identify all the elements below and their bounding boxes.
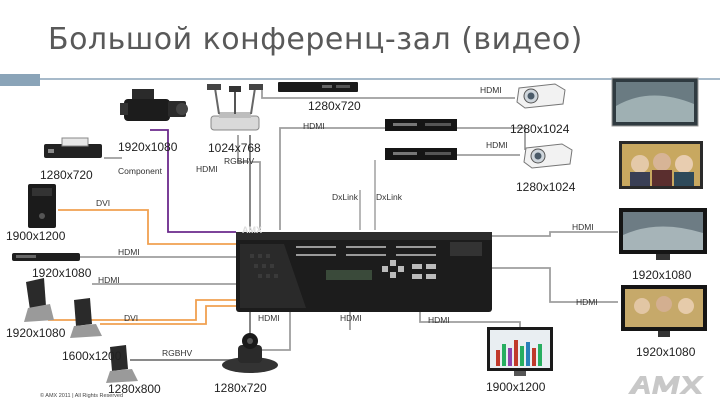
touch-panel-1 (20, 276, 58, 324)
res-left-1080: 1920x1080 (32, 266, 92, 280)
document-camera (205, 80, 265, 135)
amx-encoder-top (278, 80, 358, 92)
wire-hdmi-right2 (490, 267, 618, 303)
res-top-720: 1280x720 (308, 99, 361, 113)
sig-dxlink-a: DxLink (332, 192, 358, 202)
switcher-brand-label: AMX (242, 225, 262, 235)
res-bottom-800: 1280x800 (108, 382, 161, 396)
video-camera (118, 85, 190, 133)
res-left2-1080: 1920x1080 (6, 326, 66, 340)
monitor-analytics (486, 326, 554, 378)
scaler-1 (385, 118, 457, 132)
pc-tower (24, 182, 60, 230)
projector-top (515, 78, 567, 110)
sig-hdmi-left2: HDMI (98, 275, 120, 285)
screen-top-right (610, 76, 700, 128)
sig-hdmi-a: HDMI (303, 121, 325, 131)
wire-hdmi-right1 (490, 231, 618, 237)
amx-matrix-switcher: AMX (236, 222, 492, 314)
laptop-dock (10, 250, 82, 264)
sig-hdmi-doc: HDMI (196, 164, 218, 174)
res-mon2-1080: 1920x1080 (636, 345, 696, 359)
monitor-right-2 (620, 284, 708, 340)
res-pc-1200: 1900x1200 (6, 229, 66, 243)
wire-hdmi-doc (237, 135, 261, 230)
projector-right (522, 138, 574, 170)
sig-dvi-low: DVI (124, 313, 139, 323)
wire-hdmi-b (455, 127, 526, 150)
sig-dvi-pc: DVI (96, 198, 111, 208)
wire-dvi-low2 (100, 305, 236, 325)
res-right-1024: 1280x1024 (516, 180, 576, 194)
sig-rgbhv-low: RGBHV (162, 348, 193, 358)
res-bottom-1200: 1900x1200 (486, 380, 546, 394)
sig-component: Component (118, 166, 162, 176)
wire-dvi-pc (58, 209, 236, 245)
res-bottom-1600: 1600x1200 (62, 349, 122, 363)
title-divider (0, 74, 720, 86)
sig-dxlink-b: DxLink (376, 192, 402, 202)
res-cam-1080: 1920x1080 (118, 140, 178, 154)
sig-hdmi-right1: HDMI (572, 222, 594, 232)
res-bottom-720: 1280x720 (214, 381, 267, 395)
sig-hdmi-top: HDMI (480, 85, 502, 95)
res-top-1024: 1280x1024 (510, 122, 570, 136)
screen-videoconf (618, 140, 704, 190)
scaler-2 (385, 147, 457, 161)
sig-hdmi-right2: HDMI (576, 297, 598, 307)
wire-hdmi-top (261, 90, 515, 99)
sig-hdmi-left1: HDMI (118, 247, 140, 257)
sig-rgbhv-doc: RGBHV (224, 156, 255, 166)
monitor-right-1 (618, 207, 708, 263)
ptz-camera (220, 325, 280, 375)
sig-hdmi-mid: HDMI (340, 313, 362, 323)
slide-title: Большой конференц-зал (видео) (48, 22, 583, 57)
sig-hdmi-b: HDMI (486, 140, 508, 150)
wire-hdmi-a (279, 127, 385, 230)
sig-hdmi-mid2: HDMI (428, 315, 450, 325)
sig-hdmi-cam: HDMI (258, 313, 280, 323)
res-src-720: 1280x720 (40, 168, 93, 182)
media-player (42, 136, 104, 164)
copyright-footer: © AMX 2011 | All Rights Reserved (40, 393, 124, 399)
touch-panel-2 (66, 296, 106, 340)
res-doc-768: 1024x768 (208, 141, 261, 155)
wire-component (150, 129, 236, 233)
touch-panel-3 (102, 343, 142, 385)
amx-logo (628, 376, 704, 394)
wire-dvi-low (48, 299, 236, 321)
res-mon-1080: 1920x1080 (632, 268, 692, 282)
wire-hdmi-mid2 (419, 310, 521, 330)
